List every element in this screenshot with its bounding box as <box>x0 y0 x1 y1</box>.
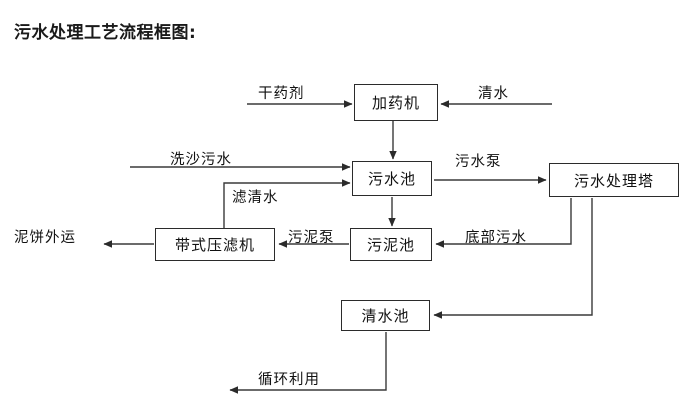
node-label: 带式压滤机 <box>174 236 255 254</box>
wire-filtered-to-pool <box>223 179 351 228</box>
label-wastewater-pump: 污水泵 <box>455 154 502 170</box>
label-filtered-clear-water: 滤清水 <box>232 190 279 206</box>
node-label: 加药机 <box>371 94 420 112</box>
node-wastewater-pool[interactable]: 污水池 <box>352 161 432 196</box>
label-clean-water-input: 清水 <box>478 86 509 102</box>
label-sludge-pump: 污泥泵 <box>288 230 335 246</box>
node-treatment-tower[interactable]: 污水处理塔 <box>549 163 679 197</box>
node-sludge-pool[interactable]: 污泥池 <box>350 228 432 261</box>
wire-tower-to-sludge <box>435 198 572 248</box>
node-label: 污泥池 <box>366 236 415 254</box>
node-label: 污水处理塔 <box>573 171 654 190</box>
node-label: 清水池 <box>361 307 410 325</box>
wire-tower-to-clearwater <box>433 198 593 319</box>
label-mud-cake-output: 泥饼外运 <box>14 230 76 246</box>
node-dosing-machine[interactable]: 加药机 <box>354 84 438 121</box>
node-label: 污水池 <box>367 170 416 188</box>
label-bottom-wastewater: 底部污水 <box>465 230 527 246</box>
node-belt-filter-press[interactable]: 带式压滤机 <box>155 228 275 261</box>
label-sand-wash-wastewater: 洗沙污水 <box>170 152 232 168</box>
page-title: 污水处理工艺流程框图: <box>14 23 197 43</box>
label-recycle-reuse: 循环利用 <box>258 372 320 388</box>
wire-clearwater-to-reuse <box>229 332 387 394</box>
node-clear-water-pool[interactable]: 清水池 <box>341 300 430 331</box>
label-dry-chemical-input: 干药剂 <box>258 86 305 102</box>
